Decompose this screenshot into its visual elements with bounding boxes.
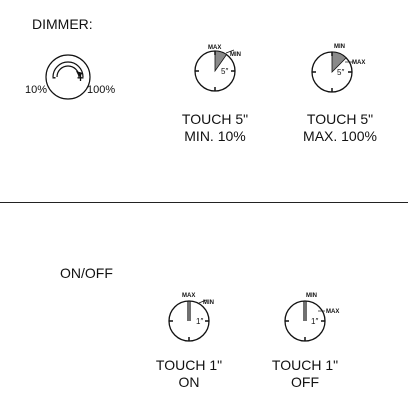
dial-max-label: MAX bbox=[182, 293, 195, 299]
dial-min-label: MIN bbox=[230, 52, 241, 58]
dial-time-label: 1″ bbox=[196, 317, 203, 326]
shaded-sector bbox=[214, 50, 228, 73]
dimmer-min-caption-line2: MIN. 10% bbox=[184, 128, 246, 144]
knob-minus-sign: - bbox=[52, 70, 56, 84]
dial-min-label: MIN bbox=[203, 300, 214, 306]
dial-max-label: MAX bbox=[208, 45, 221, 51]
dial-time-label: 5″ bbox=[221, 67, 228, 76]
dial-max-label: MAX bbox=[326, 309, 339, 315]
onoff-heading: ON/OFF bbox=[60, 265, 113, 281]
knob-arrow-icon bbox=[76, 71, 83, 77]
dial-time-label: 5″ bbox=[337, 68, 344, 77]
dimmer-max-caption-line2: MAX. 100% bbox=[303, 128, 377, 144]
dimmer-heading: DIMMER: bbox=[32, 16, 93, 32]
clock-dial-icon bbox=[284, 300, 326, 342]
dial-max-label: MAX bbox=[352, 60, 365, 66]
clock-dial-icon bbox=[194, 49, 236, 92]
dial-min-label: MIN bbox=[306, 293, 317, 299]
knob-plus-sign: + bbox=[77, 71, 84, 85]
dial-min-label: MIN bbox=[334, 44, 345, 50]
knob-max-label: 100% bbox=[87, 84, 116, 96]
dial-time-label: 1″ bbox=[311, 317, 318, 326]
on-caption-line1: TOUCH 1" bbox=[155, 357, 223, 373]
dimmer-max-caption-line1: TOUCH 5" bbox=[306, 111, 374, 127]
on-caption-line2: ON bbox=[178, 374, 200, 390]
clock-dial-icon bbox=[311, 51, 353, 93]
section-divider bbox=[0, 202, 408, 203]
off-caption-line2: OFF bbox=[291, 374, 319, 390]
knob-min-label: 10% bbox=[25, 84, 48, 96]
dimmer-knob-icon bbox=[45, 54, 91, 100]
dimmer-min-caption-line1: TOUCH 5" bbox=[181, 111, 249, 127]
clock-dial-icon bbox=[168, 299, 210, 342]
off-caption-line1: TOUCH 1" bbox=[271, 357, 339, 373]
